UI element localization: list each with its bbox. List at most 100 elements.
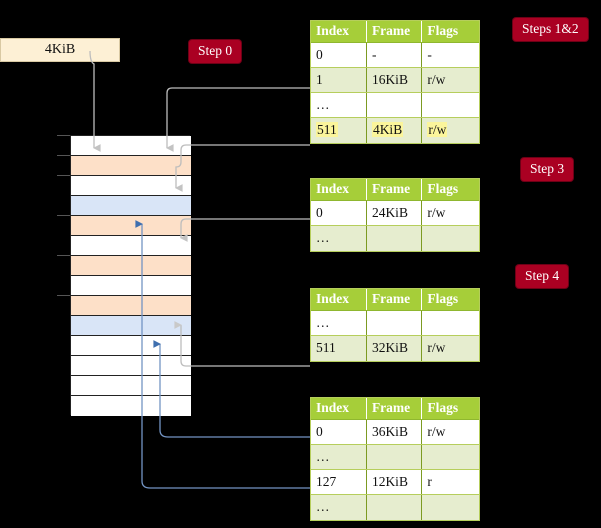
table-cell — [366, 494, 423, 520]
table-cell — [366, 444, 423, 470]
column-header-flags: Flags — [421, 289, 479, 311]
table-cell: 24KiB — [366, 200, 423, 226]
table-cell: 4KiB — [366, 117, 423, 143]
connector-step4-up — [174, 321, 310, 367]
table-cell: 0 — [311, 419, 367, 445]
column-header-index: Index — [311, 179, 367, 201]
column-header-flags: Flags — [421, 398, 479, 420]
memory-frame-row — [71, 276, 191, 296]
memory-frame-row — [71, 136, 191, 156]
table-cell: r — [421, 469, 479, 495]
table-cell — [421, 310, 479, 336]
memory-frame-row — [71, 296, 191, 316]
column-header-frame: Frame — [366, 21, 423, 43]
memory-frame-row — [71, 356, 191, 376]
table-cell: 0 — [311, 42, 367, 68]
memory-frame-row — [71, 216, 191, 236]
ellipsis-marker: … — [316, 498, 332, 514]
memory-grid-tick — [57, 295, 70, 296]
table-cell: 0 — [311, 200, 367, 226]
memory-grid-tick — [57, 135, 70, 136]
column-header-flags: Flags — [421, 179, 479, 201]
memory-frame-row — [71, 316, 191, 336]
column-header-frame: Frame — [366, 398, 423, 420]
table-row: … — [311, 444, 479, 470]
table-row: … — [311, 310, 479, 336]
table-cell: r/w — [421, 117, 479, 143]
table-cell — [421, 444, 479, 470]
step-badge-steps-1-2: Steps 1&2 — [513, 18, 588, 41]
table-cell: … — [311, 225, 367, 251]
table-cell: r/w — [421, 67, 479, 93]
table-row: 511 4KiB r/w — [311, 117, 479, 143]
table-cell — [366, 92, 423, 118]
table-cell: 511 — [311, 335, 367, 361]
memory-grid-tick — [57, 155, 70, 156]
column-header-frame: Frame — [366, 179, 423, 201]
step-badge-step-4: Step 4 — [516, 265, 569, 288]
step-badge-step-3: Step 3 — [521, 158, 574, 181]
table-cell: r/w — [421, 335, 479, 361]
table-cell: - — [366, 42, 423, 68]
table-cell — [421, 494, 479, 520]
table-cell — [366, 310, 423, 336]
memory-frame-row — [71, 156, 191, 176]
connector-steps12-b — [174, 144, 310, 192]
table-cell — [366, 225, 423, 251]
table-cell: 16KiB — [366, 67, 423, 93]
memory-frame-row — [71, 336, 191, 356]
connector-step3 — [179, 218, 310, 242]
table-cell: … — [311, 92, 367, 118]
table-row: … — [311, 494, 479, 520]
table-cell: … — [311, 310, 367, 336]
column-header-index: Index — [311, 289, 367, 311]
column-header-frame: Frame — [366, 289, 423, 311]
memory-frame-row — [71, 396, 191, 416]
physical-memory-grid — [70, 135, 191, 416]
table-cell: r/w — [421, 200, 479, 226]
table-cell: 32KiB — [366, 335, 423, 361]
memory-frame-row — [71, 376, 191, 396]
memory-frame-row — [71, 256, 191, 276]
connector-step0 — [89, 50, 101, 152]
table-row: … — [311, 225, 479, 251]
source-frame-box: 4KiB — [0, 38, 120, 62]
memory-grid-tick — [57, 255, 70, 256]
memory-grid-tick — [57, 215, 70, 216]
table-cell: r/w — [421, 419, 479, 445]
memory-grid-tick — [57, 175, 70, 176]
ellipsis-marker: … — [316, 314, 332, 330]
table-cell — [421, 225, 479, 251]
table-row: … — [311, 92, 479, 118]
memory-frame-row — [71, 176, 191, 196]
ellipsis-marker: … — [316, 229, 332, 245]
memory-frame-row — [71, 196, 191, 216]
table-cell: 1 — [311, 67, 367, 93]
table-cell: … — [311, 494, 367, 520]
step-badge-step-0: Step 0 — [189, 40, 242, 63]
ellipsis-marker: … — [316, 448, 332, 464]
memory-frame-row — [71, 236, 191, 256]
highlighted-value: 4KiB — [371, 121, 404, 137]
table-row: 0-- — [311, 42, 479, 68]
table-cell: - — [421, 42, 479, 68]
source-frame-label: 4KiB — [44, 42, 76, 57]
table-cell: 511 — [311, 117, 367, 143]
table-cell — [421, 92, 479, 118]
highlighted-value: r/w — [427, 121, 448, 137]
table-cell: 36KiB — [366, 419, 423, 445]
table-cell: 127 — [311, 469, 367, 495]
highlighted-value: 511 — [316, 121, 338, 137]
column-header-flags: Flags — [421, 21, 479, 43]
column-header-index: Index — [311, 21, 367, 43]
column-header-index: Index — [311, 398, 367, 420]
